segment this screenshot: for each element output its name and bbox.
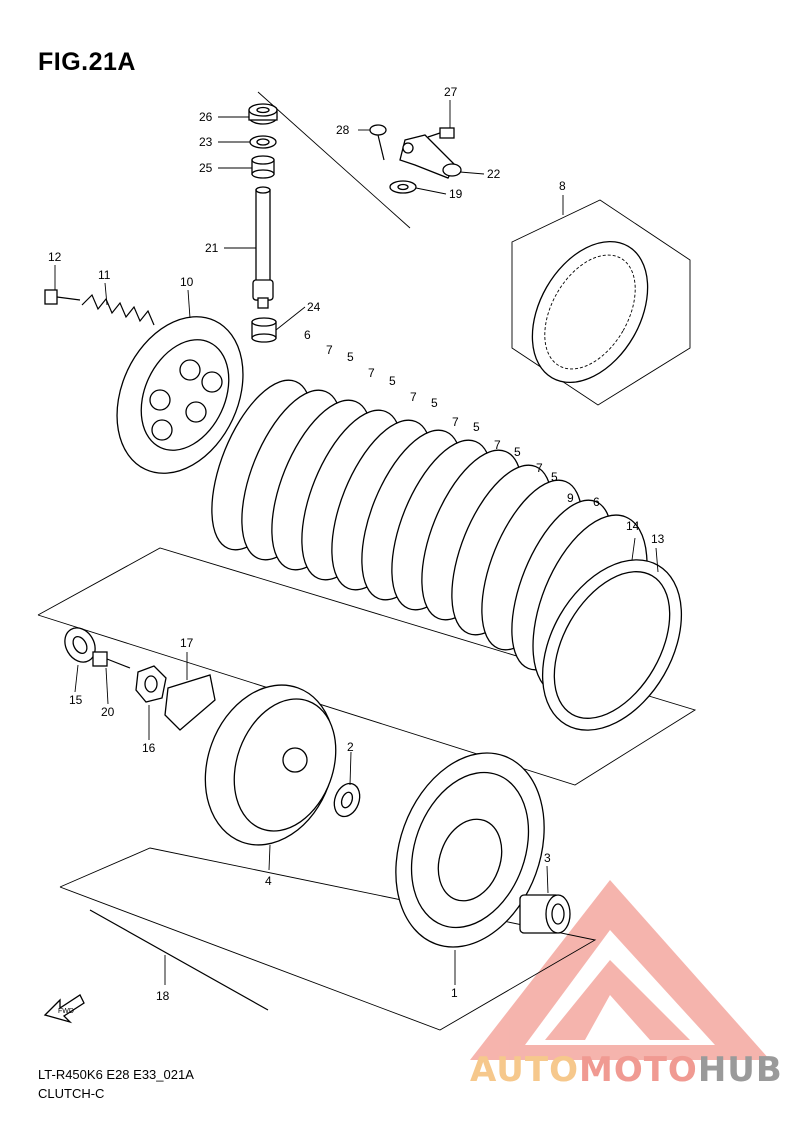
callout-1: 1: [451, 986, 458, 1000]
callout-23: 23: [199, 135, 213, 149]
callout-10: 10: [180, 275, 194, 289]
callout-3: 3: [544, 851, 551, 865]
watermark-part-hub: HUB: [697, 1050, 783, 1090]
drive-plate-8: [531, 240, 649, 384]
bearing-15: [64, 627, 96, 663]
leader-lines: [54, 100, 659, 985]
callout-27: 27: [444, 85, 458, 99]
assembly-outline: [37, 91, 697, 1031]
needle-bearing-25: [251, 155, 275, 179]
callout-6-bottom: 6: [593, 495, 600, 509]
callout-21: 21: [205, 241, 219, 255]
callout-5-e: 5: [514, 445, 521, 459]
callout-8: 8: [559, 179, 566, 193]
release-arm-22: [399, 134, 462, 179]
screw-28: [369, 124, 387, 161]
callout-9: 9: [567, 491, 574, 505]
watermark-brand: AUTOMOTOHUB: [470, 1050, 783, 1090]
callout-28: 28: [336, 123, 350, 137]
spacer-3: [519, 894, 571, 934]
callout-16: 16: [142, 741, 156, 755]
pressure-plate-10: [116, 316, 244, 474]
callout-7-c: 7: [410, 390, 417, 404]
callout-11: 11: [98, 268, 111, 282]
figure-name: CLUTCH-C: [38, 1086, 105, 1101]
fwd-arrow-icon: FWD: [43, 994, 85, 1024]
callout-13: 13: [651, 532, 665, 546]
callout-17: 17: [180, 636, 194, 650]
watermark-part-auto: AUTO: [470, 1050, 579, 1090]
bolt-27: [427, 127, 455, 139]
washer-2: [333, 782, 361, 818]
callout-5-f: 5: [551, 470, 558, 484]
lock-washer-17: [164, 674, 216, 731]
bearing-24: [251, 317, 277, 343]
figure-code: LT-R450K6 E28 E33_021A: [38, 1067, 194, 1082]
spring-11: [81, 293, 155, 326]
callout-4: 4: [265, 874, 272, 888]
callout-22: 22: [487, 167, 501, 181]
callout-2: 2: [347, 740, 354, 754]
callout-12: 12: [48, 250, 62, 264]
callout-5-b: 5: [389, 374, 396, 388]
washer-23: [249, 135, 277, 149]
callout-5-d: 5: [473, 420, 480, 434]
callout-7-e: 7: [494, 438, 501, 452]
figure-title: FIG.21A: [38, 48, 136, 76]
callout-5-c: 5: [431, 396, 438, 410]
callout-25: 25: [199, 161, 213, 175]
clutch-housing-1: [395, 752, 545, 948]
callout-15: 15: [69, 693, 83, 707]
push-rod-21: [252, 186, 274, 309]
nut-16: [135, 665, 167, 703]
bolt-12: [44, 289, 81, 305]
push-rod-18: [89, 909, 269, 1011]
bearing-26: [248, 103, 278, 125]
callout-labels: 26 23 25 21 24 27 28 22 19 8 12 11 10 6 …: [48, 85, 665, 1003]
watermark-triangle-icon: [470, 880, 770, 1060]
bolt-20: [92, 651, 131, 669]
callout-19: 19: [449, 187, 463, 201]
callout-18: 18: [156, 989, 170, 1003]
callout-7-b: 7: [368, 366, 375, 380]
callout-24: 24: [307, 300, 321, 314]
callout-14: 14: [626, 519, 640, 533]
callout-7-a: 7: [326, 343, 333, 357]
callout-7-f: 7: [536, 461, 543, 475]
callout-26: 26: [199, 110, 213, 124]
callout-7-d: 7: [452, 415, 459, 429]
clutch-plate-stack: [211, 379, 683, 731]
washer-19: [389, 180, 417, 194]
callout-6-top: 6: [304, 328, 311, 342]
callout-5-a: 5: [347, 350, 354, 364]
sleeve-hub-4: [204, 684, 337, 846]
callout-20: 20: [101, 705, 115, 719]
watermark-part-moto: MOTO: [578, 1050, 698, 1090]
fwd-label: FWD: [58, 1008, 74, 1015]
